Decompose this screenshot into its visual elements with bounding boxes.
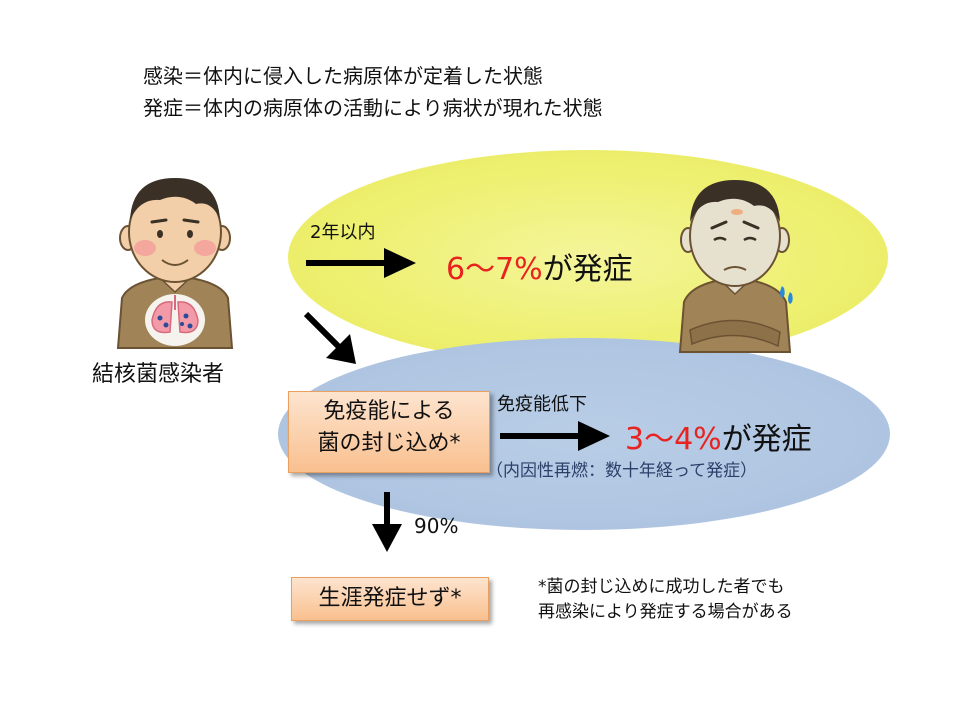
immune-decline-label: 免疫能低下: [497, 394, 587, 415]
within-2-years-label: 2年以内: [310, 222, 376, 243]
sweat-drop-icon: [780, 286, 793, 304]
arrow-right-icon: [500, 421, 610, 451]
onset-rate-6-7-value: 6～7%: [446, 252, 543, 287]
immune-containment-line2: 菌の封じ込め*: [317, 431, 461, 456]
onset-rate-6-7-suffix: が発症: [542, 252, 633, 287]
sick-person-illustration: [678, 180, 792, 353]
infected-person-label: 結核菌感染者: [92, 362, 225, 387]
immune-containment-box: 免疫能による 菌の封じ込め*: [288, 391, 490, 473]
footnote-line2: 再感染により発症する場合がある: [538, 602, 793, 622]
onset-rate-6-7: 6～7%が発症: [446, 244, 633, 288]
infected-person-illustration: [116, 178, 234, 349]
endogenous-reactivation-note: （内因性再燃：数十年経って発症）: [486, 461, 758, 481]
arrow-right-icon: [306, 248, 416, 278]
never-onset-box: 生涯発症せず*: [291, 577, 489, 621]
onset-rate-3-4-value: 3～4%: [625, 422, 722, 457]
onset-rate-3-4: 3～4%が発症: [625, 414, 812, 458]
arrow-down-icon: [372, 492, 402, 552]
definition-onset: 発症＝体内の病原体の活動により病状が現れた状態: [143, 96, 603, 120]
footnote-line1: *菌の封じ込めに成功した者でも: [538, 577, 785, 597]
onset-rate-3-4-suffix: が発症: [721, 422, 812, 457]
percent-90-label: 90%: [414, 514, 459, 538]
definition-infection: 感染＝体内に侵入した病原体が定着した状態: [143, 64, 543, 88]
immune-containment-line1: 免疫能による: [323, 399, 455, 424]
arrow-diagonal-icon: [303, 311, 356, 364]
